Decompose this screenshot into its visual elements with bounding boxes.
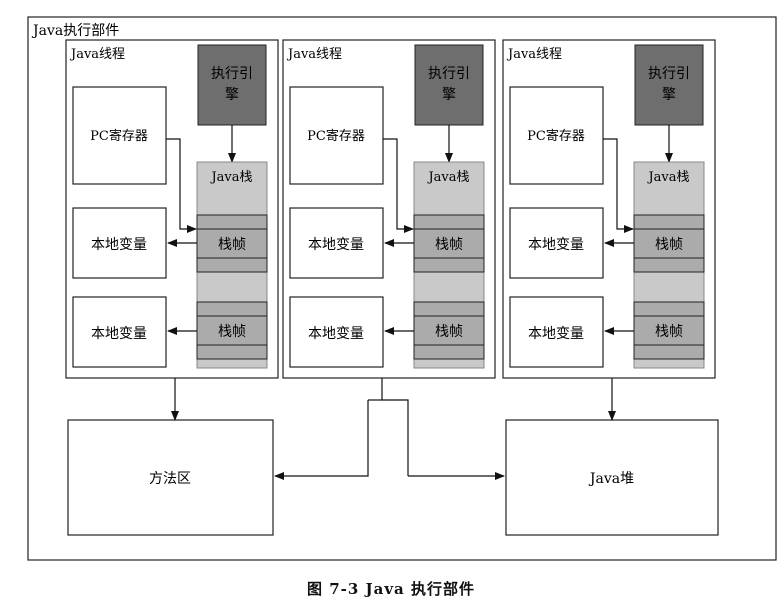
execution-engine-box [414,44,484,126]
stack-frame-label: 栈帧 [218,237,246,253]
local-variables-box [289,296,384,368]
java-stack-title: Java栈 [426,170,469,185]
java-execution-unit-title: Java执行部件 [31,23,119,39]
stack-frame-label: 栈帧 [655,237,683,253]
java-stack-title: Java栈 [209,170,252,185]
stack-frame-label: 栈帧 [435,237,463,253]
execution-engine-box [197,44,267,126]
method-area-box [67,419,274,536]
local-variables-box [72,207,167,279]
local-variables-label: 本地变量 [528,326,584,342]
execution-engine-label-line2: 擎 [662,87,676,103]
java-thread-box [65,39,279,379]
pc-register-label: PC寄存器 [90,128,148,144]
figure-caption: 图 7-3 Java 执行部件 [306,580,476,598]
thread2-connector [381,378,409,476]
local-variables-box [509,207,604,279]
stack-frame-label: 栈帧 [435,324,463,340]
java-thread-title: Java线程 [69,47,125,62]
local-variables-label: 本地变量 [528,237,584,253]
execution-engine-box [634,44,704,126]
local-variables-label: 本地变量 [308,237,364,253]
local-variables-label: 本地变量 [308,326,364,342]
pc-register-to-frame-arrow [603,138,634,233]
java-stack-title: Java栈 [646,170,689,185]
execution-engine-label-line1: 执行引 [428,66,470,82]
java-thread-title: Java线程 [286,47,342,62]
pc-register-box [72,86,167,185]
method-area-label: 方法区 [149,471,191,487]
pc-register-label: PC寄存器 [527,128,585,144]
execution-engine-label-line1: 执行引 [211,66,253,82]
stack-frame-label: 栈帧 [655,324,683,340]
local-variables-box [72,296,167,368]
pc-register-label: PC寄存器 [307,128,365,144]
stack-frame-box [413,301,485,360]
java-thread-box [282,39,496,379]
java-heap-label: Java堆 [588,471,634,487]
java-execution-unit-box [27,16,777,561]
execution-engine-label-line2: 擎 [225,87,239,103]
local-variables-label: 本地变量 [91,326,147,342]
local-variables-box [509,296,604,368]
pc-register-to-frame-arrow [383,138,414,233]
local-variables-box [289,207,384,279]
pc-register-to-frame-arrow [166,138,197,233]
java-thread-title: Java线程 [506,47,562,62]
pc-register-box [289,86,384,185]
stack-frame-box [633,301,705,360]
execution-engine-label-line2: 擎 [442,87,456,103]
thread2-connector-down-left [274,400,369,480]
stack-frame-box [633,214,705,273]
pc-register-box [509,86,604,185]
java-heap-box [505,419,719,536]
stack-frame-label: 栈帧 [218,324,246,340]
execution-engine-label-line1: 执行引 [648,66,690,82]
local-variables-label: 本地变量 [91,237,147,253]
java-thread-box [502,39,716,379]
stack-frame-box [413,214,485,273]
